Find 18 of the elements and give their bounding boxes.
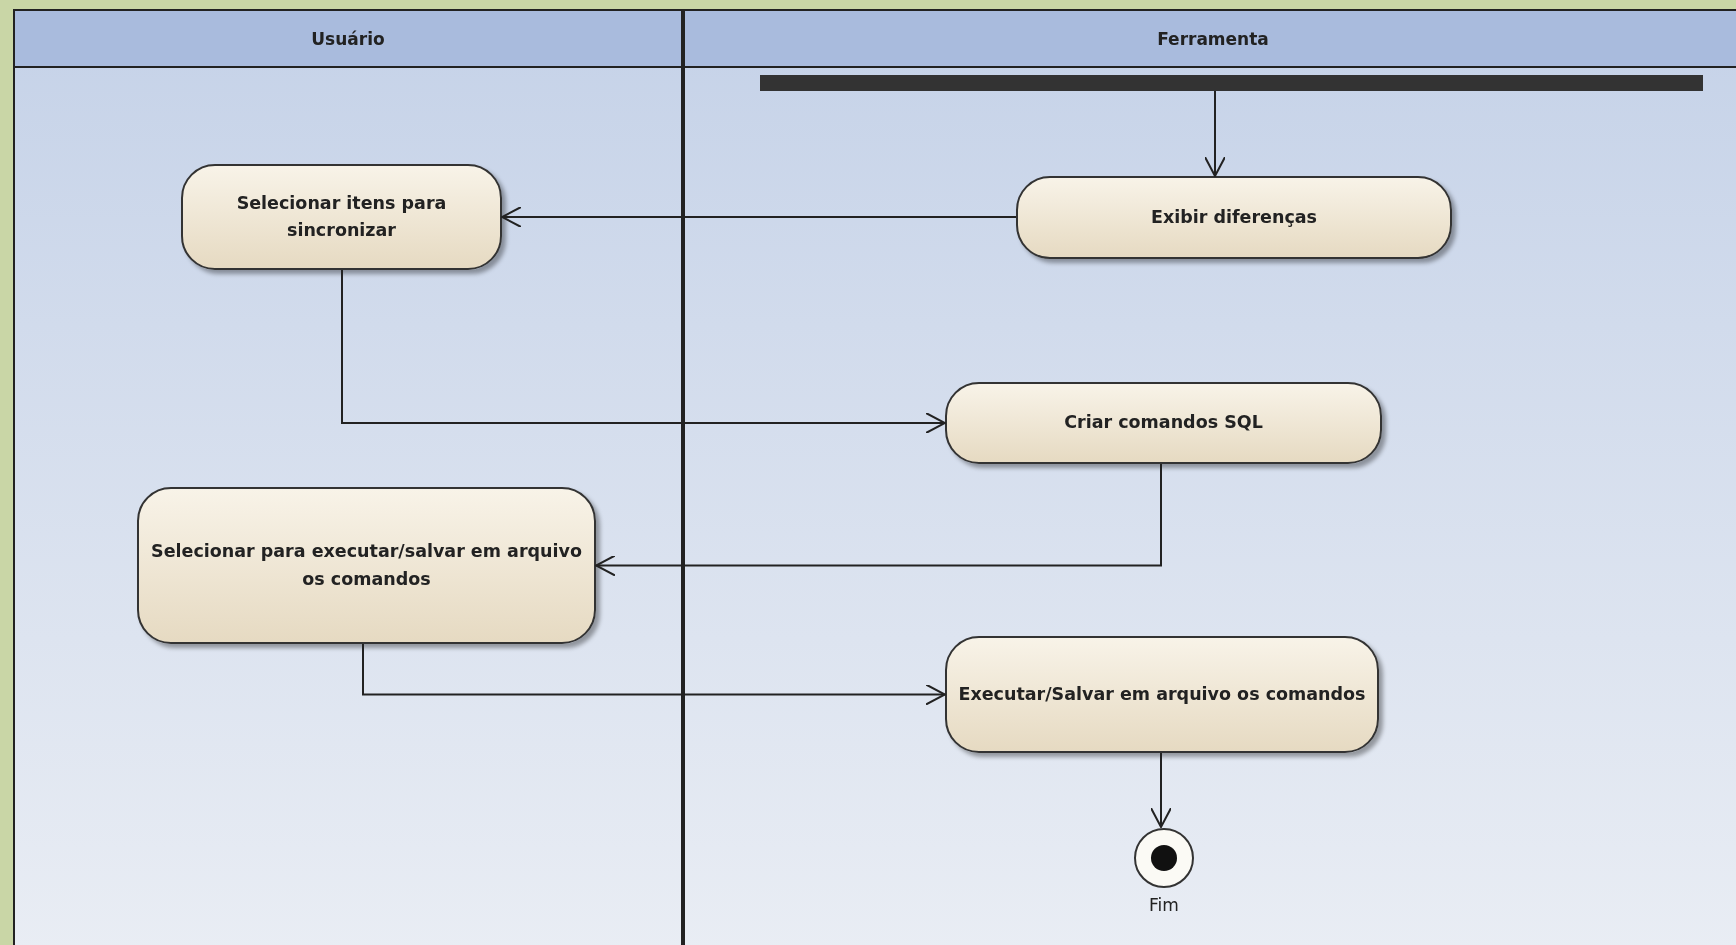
- action-node: Selecionar itens para sincronizar: [181, 164, 502, 270]
- arrow: [341, 269, 946, 434]
- action-node: Criar comandos SQL: [945, 382, 1382, 464]
- arrow: [1204, 90, 1226, 177]
- final-node: [1133, 827, 1195, 889]
- node-caption: Fim: [1148, 895, 1180, 915]
- swimlane: [13, 9, 683, 945]
- arrow: [595, 463, 1162, 577]
- arrow: [501, 206, 1017, 228]
- arrow: [1150, 752, 1172, 828]
- swimlane-header: Ferramenta: [685, 11, 1736, 68]
- swimlane-header: Usuário: [15, 11, 681, 68]
- action-node: Executar/Salvar em arquivo os comandos: [945, 636, 1379, 753]
- swimlane: [683, 9, 1736, 945]
- fork-bar: [760, 75, 1703, 91]
- arrow: [362, 643, 946, 706]
- action-node: Exibir diferenças: [1016, 176, 1452, 259]
- action-node: Selecionar para executar/salvar em arquivo os comandos: [137, 487, 596, 644]
